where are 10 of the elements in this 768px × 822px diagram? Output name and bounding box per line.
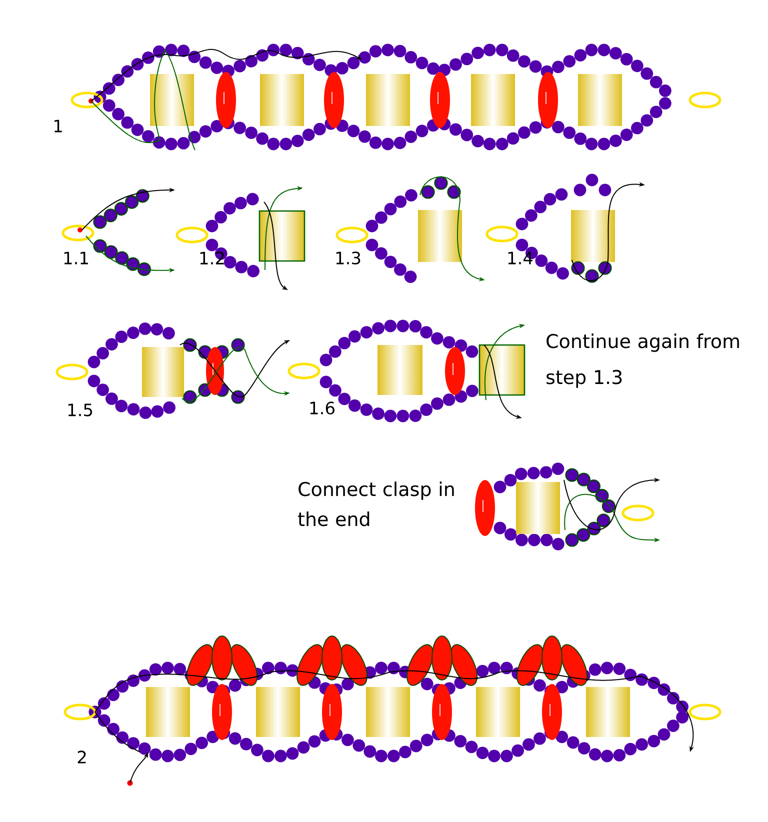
step-number: 1.1 xyxy=(64,252,88,264)
step-number: 1.2 xyxy=(200,252,224,264)
step-number: 1.5 xyxy=(68,404,92,416)
note-text: Continue again from step 1.3 xyxy=(546,334,739,388)
step-number: 2 xyxy=(78,750,86,764)
step-number: 1 xyxy=(54,120,62,132)
step-number: 1.4 xyxy=(508,252,533,264)
note-text: Connect clasp in the end xyxy=(298,482,454,526)
step-number: 1.6 xyxy=(310,402,334,414)
step-number: 1.3 xyxy=(336,252,360,264)
